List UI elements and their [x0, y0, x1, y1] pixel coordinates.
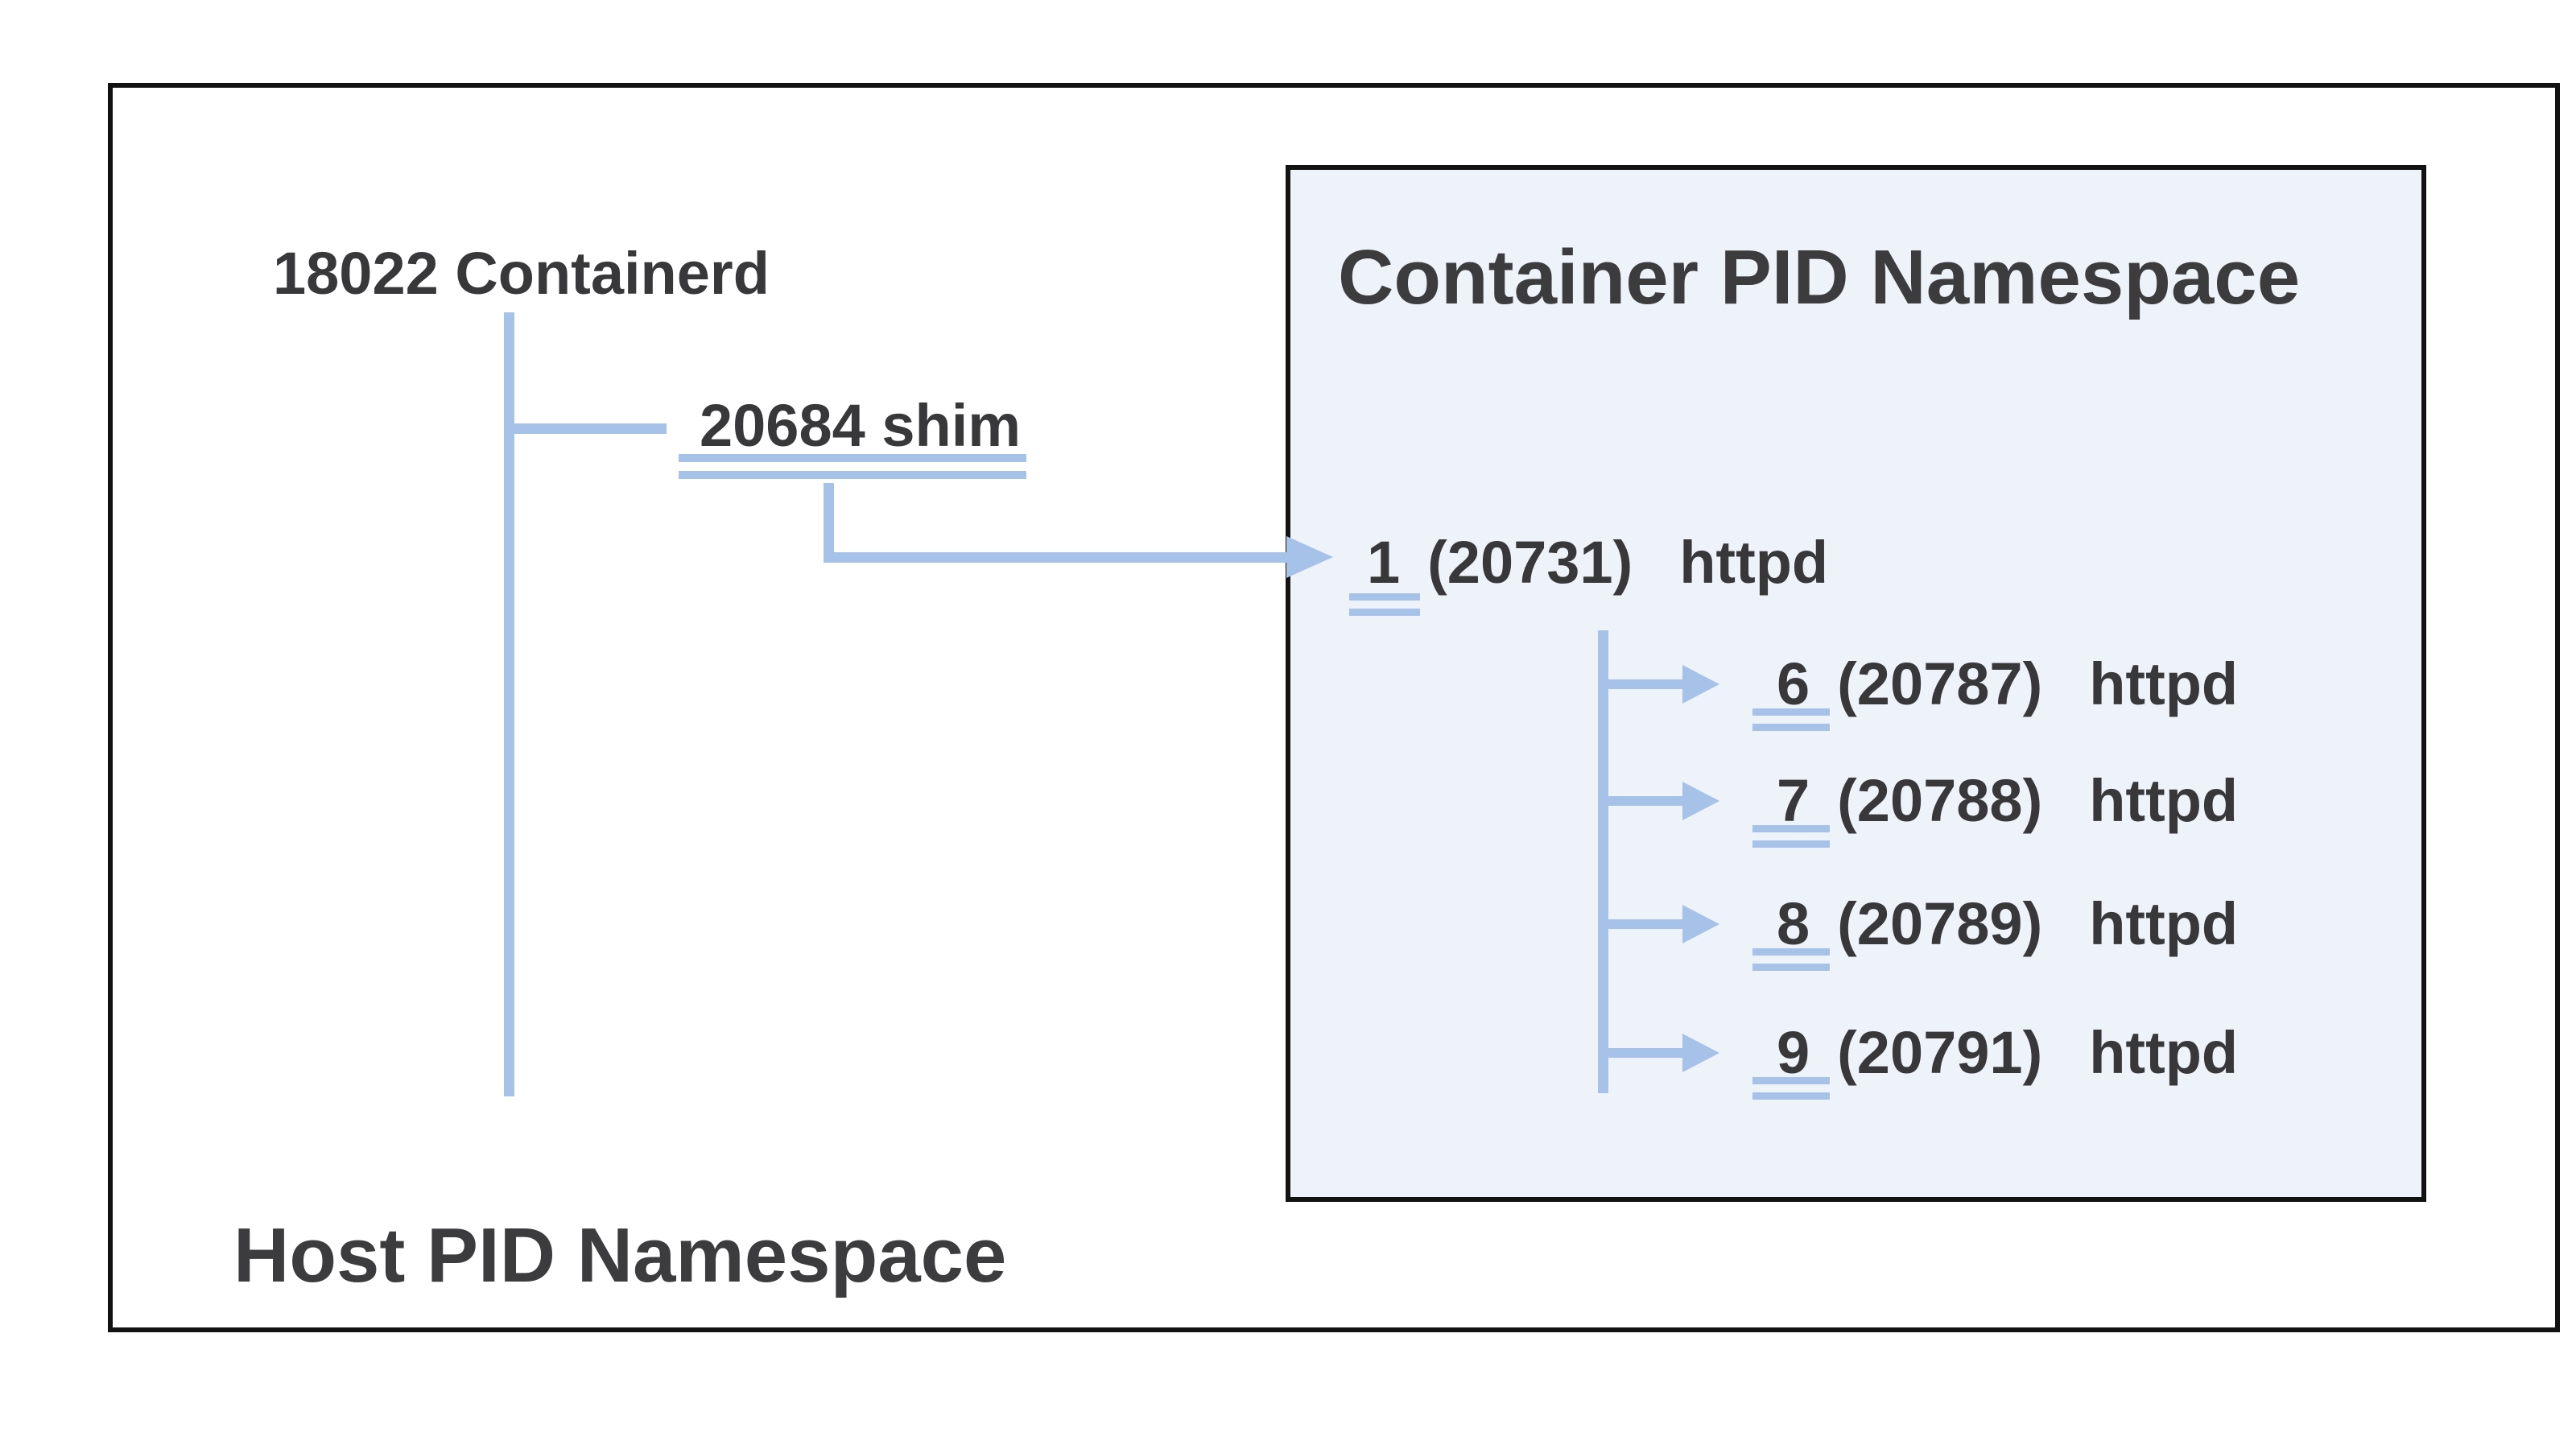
arrow-head-icon [1682, 782, 1719, 820]
child-process-row: 6(20787)httpd [1752, 654, 2238, 731]
container-namespace-title: Container PID Namespace [1338, 239, 2300, 316]
init-process-row: 1(20731)httpd [1349, 533, 1828, 616]
child-process-cmd: httpd [2089, 650, 2239, 717]
underline-bar [1752, 1092, 1830, 1100]
host-namespace-title-text: Host PID Namespace [233, 1212, 1007, 1298]
host-namespace-title: Host PID Namespace [233, 1217, 1006, 1294]
underline-bar [1349, 609, 1420, 616]
underline-bar [1349, 593, 1420, 601]
child-arrow-shaft [1598, 1048, 1682, 1058]
underline-bar [1752, 1077, 1830, 1084]
child-host-pid: (20788) [1837, 767, 2043, 834]
underline-bar [679, 471, 1026, 479]
child-process-cmd: httpd [2089, 890, 2239, 957]
underline-bar [679, 454, 1026, 462]
init-host-pid: (20731) [1427, 529, 1633, 596]
underline-bar [1752, 708, 1830, 716]
child-ns-pid: 6 [1777, 650, 1810, 717]
container-namespace-title-text: Container PID Namespace [1338, 234, 2301, 320]
shim-process-label: 20684 shim [700, 396, 1021, 456]
child-ns-pid: 7 [1777, 767, 1810, 834]
underline-bar [1752, 724, 1830, 731]
child-arrow-shaft [1598, 679, 1682, 689]
child-process-cmd: httpd [2089, 767, 2239, 834]
child-ns-pid: 8 [1777, 890, 1810, 957]
child-process-row: 7(20788)httpd [1752, 771, 2238, 848]
child-arrow-shaft [1598, 796, 1682, 806]
containerd-process-text: 18022 Containerd [273, 240, 770, 307]
init-process-cmd: httpd [1679, 529, 1829, 596]
init-ns-pid: 1 [1367, 529, 1401, 596]
child-process-row: 8(20789)httpd [1752, 894, 2238, 971]
arrow-head-icon [1286, 536, 1333, 578]
underline-bar [1752, 825, 1830, 832]
child-process-row: 9(20791)httpd [1752, 1023, 2238, 1100]
child-ns-pid: 9 [1777, 1019, 1810, 1086]
underline-bar [1752, 964, 1830, 971]
shim-connector-vertical-line [824, 483, 834, 562]
child-process-trunk-line [1598, 630, 1608, 1093]
containerd-process-label: 18022 Containerd [273, 244, 770, 303]
containerd-trunk-line [504, 312, 514, 1096]
child-arrow-shaft [1598, 919, 1682, 929]
container-pid-namespace-box [1286, 165, 2426, 1202]
underline-bar [1752, 840, 1830, 848]
arrow-head-icon [1682, 665, 1719, 704]
child-host-pid: (20787) [1837, 650, 2043, 717]
shim-branch-line [504, 423, 667, 434]
underline-bar [1752, 948, 1830, 956]
arrow-head-icon [1682, 1034, 1719, 1072]
shim-process-text: 20684 shim [700, 392, 1022, 459]
child-host-pid: (20791) [1837, 1019, 2043, 1086]
arrow-head-icon [1682, 905, 1719, 943]
child-process-cmd: httpd [2089, 1019, 2239, 1086]
child-host-pid: (20789) [1837, 890, 2043, 957]
shim-connector-horizontal-line [824, 552, 1286, 563]
